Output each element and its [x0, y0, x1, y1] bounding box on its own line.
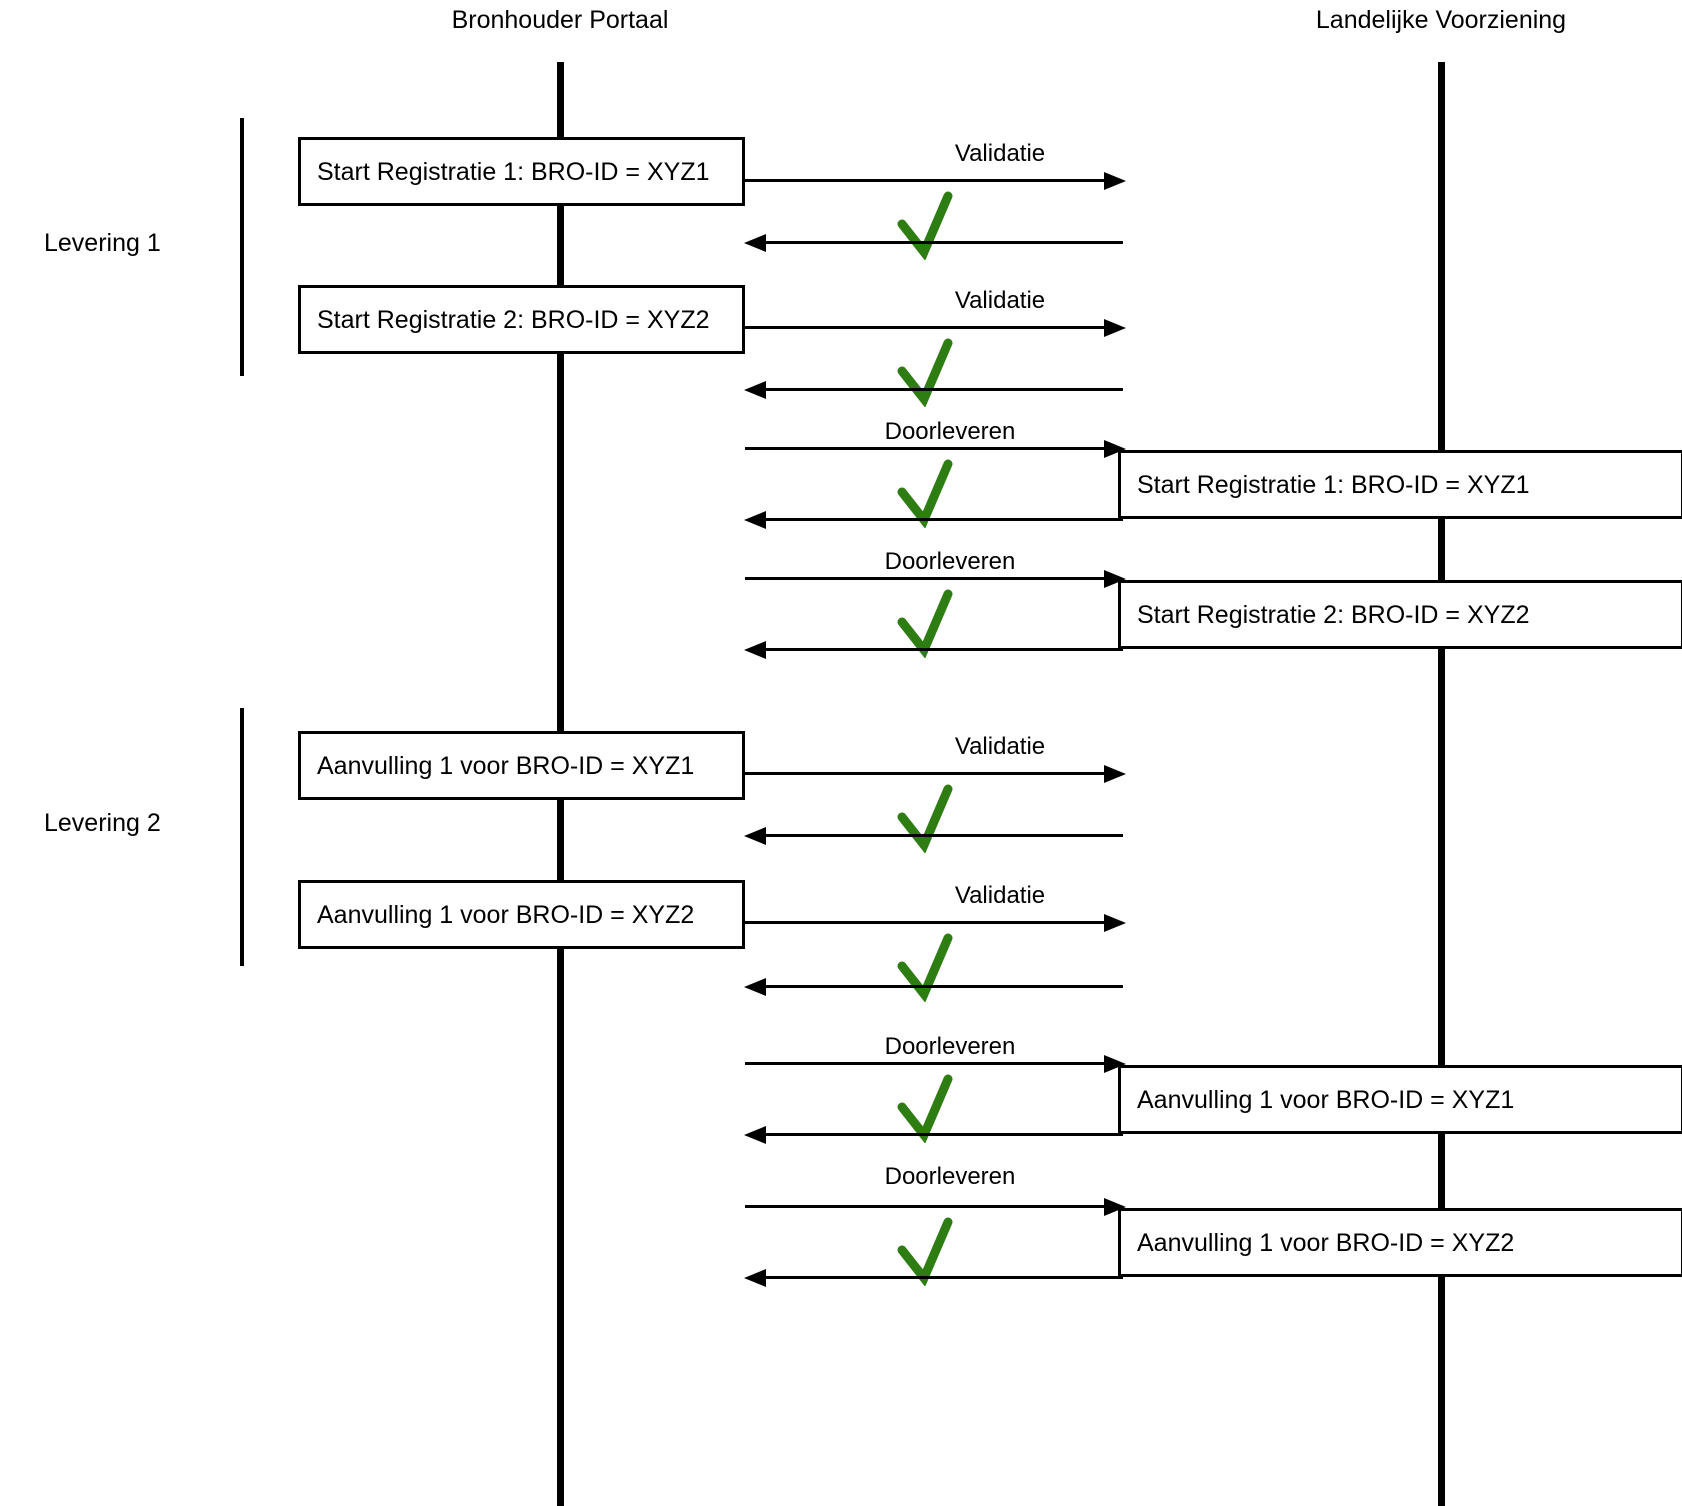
check-mark-icon-6	[896, 932, 958, 1002]
lifeline-header-landelijke-voorziening: Landelijke Voorziening	[1315, 6, 1567, 34]
message-box-label: Start Registratie 1: BRO-ID = XYZ1	[1137, 470, 1530, 499]
arrow-line-validatie-2	[745, 326, 1115, 329]
arrow-head-validatie-1	[1104, 172, 1126, 190]
arrow-line-validatie-1	[745, 179, 1115, 182]
arrow-head-validatie-4	[1104, 914, 1126, 932]
arrow-label-doorleveren-3: Doorleveren	[884, 1033, 1016, 1060]
arrow-label-validatie-4: Validatie	[954, 882, 1046, 909]
message-box-aanvulling-1-xyz1-right[interactable]: Aanvulling 1 voor BRO-ID = XYZ1	[1118, 1065, 1682, 1134]
message-box-label: Aanvulling 1 voor BRO-ID = XYZ2	[1137, 1228, 1515, 1257]
arrow-head-validatie-4-response	[744, 978, 766, 996]
arrow-label-doorleveren-2: Doorleveren	[884, 548, 1016, 575]
message-box-start-registratie-2-left[interactable]: Start Registratie 2: BRO-ID = XYZ2	[298, 285, 745, 354]
arrow-head-validatie-2-response	[744, 381, 766, 399]
arrow-label-validatie-2: Validatie	[954, 287, 1046, 314]
lifeline-header-bronhouder-portaal: Bronhouder Portaal	[451, 6, 669, 34]
arrow-line-doorleveren-2-response	[766, 648, 1123, 651]
arrow-label-validatie-1: Validatie	[954, 140, 1046, 167]
message-box-aanvulling-1-xyz2-left[interactable]: Aanvulling 1 voor BRO-ID = XYZ2	[298, 880, 745, 949]
arrow-head-validatie-3-response	[744, 827, 766, 845]
message-box-aanvulling-1-xyz1-left[interactable]: Aanvulling 1 voor BRO-ID = XYZ1	[298, 731, 745, 800]
arrow-line-doorleveren-3	[745, 1062, 1115, 1065]
group-label-levering-1: Levering 1	[44, 229, 161, 257]
message-box-label: Start Registratie 2: BRO-ID = XYZ2	[317, 305, 710, 334]
arrow-head-doorleveren-4-response	[744, 1269, 766, 1287]
arrow-head-validatie-2	[1104, 319, 1126, 337]
message-box-label: Aanvulling 1 voor BRO-ID = XYZ2	[317, 900, 695, 929]
check-mark-icon-5	[896, 783, 958, 853]
message-box-label: Aanvulling 1 voor BRO-ID = XYZ1	[1137, 1085, 1515, 1114]
arrow-line-validatie-1-response	[766, 241, 1123, 244]
arrow-head-doorleveren-1-response	[744, 511, 766, 529]
message-box-label: Start Registratie 2: BRO-ID = XYZ2	[1137, 600, 1530, 629]
arrow-line-doorleveren-2	[745, 577, 1115, 580]
arrow-line-validatie-4	[745, 921, 1115, 924]
arrow-line-validatie-2-response	[766, 388, 1123, 391]
arrow-head-validatie-3	[1104, 765, 1126, 783]
lifeline-bar-landelijke-voorziening	[1438, 62, 1445, 1506]
check-mark-icon-2	[896, 337, 958, 407]
group-bracket-levering-2	[240, 708, 244, 966]
arrow-head-validatie-1-response	[744, 234, 766, 252]
message-box-label: Aanvulling 1 voor BRO-ID = XYZ1	[317, 751, 695, 780]
arrow-head-doorleveren-3-response	[744, 1126, 766, 1144]
group-bracket-levering-1	[240, 118, 244, 376]
arrow-line-validatie-3	[745, 772, 1115, 775]
message-box-start-registratie-1-right[interactable]: Start Registratie 1: BRO-ID = XYZ1	[1118, 450, 1682, 519]
group-label-levering-2: Levering 2	[44, 809, 161, 837]
message-box-label: Start Registratie 1: BRO-ID = XYZ1	[317, 157, 710, 186]
message-box-start-registratie-2-right[interactable]: Start Registratie 2: BRO-ID = XYZ2	[1118, 580, 1682, 649]
arrow-line-validatie-3-response	[766, 834, 1123, 837]
arrow-line-doorleveren-1-response	[766, 518, 1123, 521]
arrow-line-doorleveren-4-response	[766, 1276, 1123, 1279]
arrow-label-doorleveren-4: Doorleveren	[884, 1163, 1016, 1190]
arrow-label-doorleveren-1: Doorleveren	[884, 418, 1016, 445]
message-box-aanvulling-1-xyz2-right[interactable]: Aanvulling 1 voor BRO-ID = XYZ2	[1118, 1208, 1682, 1277]
arrow-label-validatie-3: Validatie	[954, 733, 1046, 760]
check-mark-icon-1	[896, 190, 958, 260]
arrow-head-doorleveren-2-response	[744, 641, 766, 659]
arrow-line-doorleveren-3-response	[766, 1133, 1123, 1136]
arrow-line-doorleveren-4	[745, 1205, 1115, 1208]
arrow-line-validatie-4-response	[766, 985, 1123, 988]
message-box-start-registratie-1-left[interactable]: Start Registratie 1: BRO-ID = XYZ1	[298, 137, 745, 206]
arrow-line-doorleveren-1	[745, 447, 1115, 450]
